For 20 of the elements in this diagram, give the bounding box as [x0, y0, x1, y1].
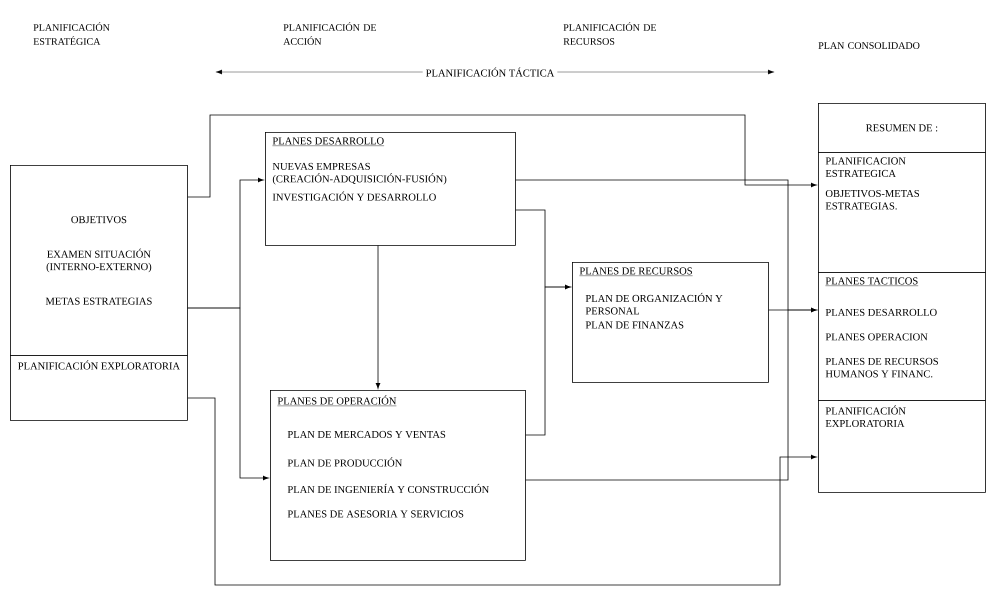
summary-box: PLANIFICACIÓN EXPLORATORIA	[818, 400, 986, 493]
arrow	[187, 114, 817, 198]
process-box: PLANES DE RECURSOS PLAN DE ORGANIZACIÓN Y PERSONAL PLAN DE FINANZAS	[572, 262, 769, 383]
process-box: OBJETIVOS EXAMEN SITUACIÓN (INTERNO-EXTERNO) METAS ESTRATEGIAS	[10, 165, 188, 356]
column-heading: PLANIFICACIÓN DE RECURSOS	[564, 22, 656, 45]
process-box: PLANIFICACIÓN EXPLORATORIA	[10, 355, 188, 421]
process-box: PLANES DESARROLLO NUEVAS EMPRESAS (CREACIÓN-ADQUISICIÓN-FUSIÓN) INVESTIGACIÓN Y DESARROLLO	[265, 132, 516, 246]
summary-box: PLANES TACTICOS PLANES DESARROLLO PLANES OPERACION PLANES DE RECURSOS HUMANOS Y FINANC.	[818, 272, 986, 401]
arrow	[768, 308, 817, 312]
column-heading: PLANIFICACIÓN DE ACCIÓN	[283, 22, 376, 45]
arrow	[187, 308, 269, 480]
section-label: PLANIFICACIÓN TÁCTICA	[422, 64, 558, 80]
arrow	[376, 245, 380, 389]
summary-box: RESUMEN DE :	[818, 103, 986, 153]
arrow	[187, 398, 817, 586]
summary-box: PLANIFICACION ESTRATEGICA OBJETIVOS-METAS ESTRATEGIAS.	[818, 152, 986, 273]
column-heading: PLANIFICACIÓN ESTRATÉGICA	[34, 22, 110, 45]
process-box: PLANES DE OPERACIÓN PLAN DE MERCADOS Y VENTAS PLAN DE PRODUCCIÓN PLAN DE INGENIERÍA Y CONSTRUCCIÓN PLANES DE ASESORIA Y SERVICIOS	[270, 390, 526, 561]
arrow	[525, 284, 571, 436]
column-heading: PLAN CONSOLIDADO	[818, 42, 920, 49]
